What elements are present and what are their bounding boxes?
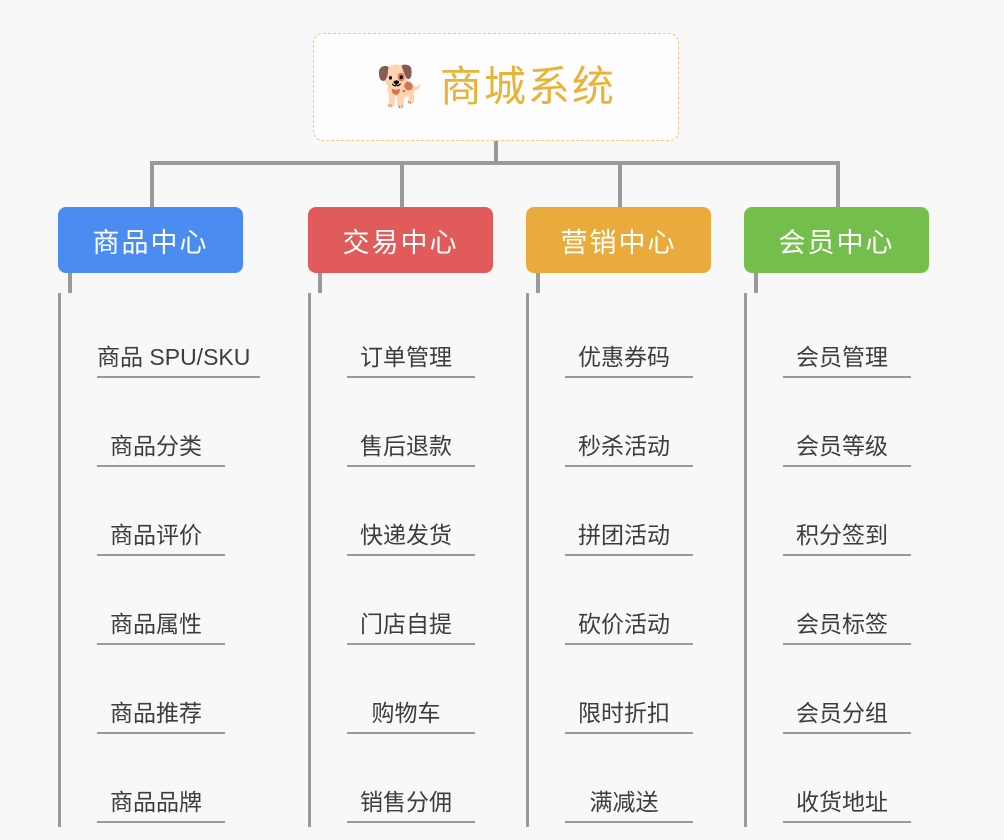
leaf-label: 会员等级	[783, 433, 911, 467]
leaf-list-trade-center: 订单管理 售后退款 快递发货 门店自提 购物车 销售分佣	[308, 293, 493, 827]
leaf-item[interactable]: 优惠券码	[529, 293, 711, 382]
leaf-list-member-center: 会员管理 会员等级 积分签到 会员标签 会员分组 收货地址	[744, 293, 929, 827]
leaf-label: 购物车	[347, 700, 475, 734]
branch-product-center: 商品中心 商品 SPU/SKU 商品分类 商品评价 商品属性 商品推荐 商品品牌	[58, 207, 261, 827]
leaf-item[interactable]: 售后退款	[311, 382, 493, 471]
leaf-label: 售后退款	[347, 433, 475, 467]
leaf-label: 砍价活动	[565, 611, 693, 645]
leaf-item[interactable]: 商品品牌	[61, 738, 260, 827]
branch-marketing-center: 营销中心 优惠券码 秒杀活动 拼团活动 砍价活动 限时折扣 满减送	[526, 207, 711, 827]
leaf-label: 秒杀活动	[565, 433, 693, 467]
leaf-item[interactable]: 满减送	[529, 738, 711, 827]
leaf-item[interactable]: 订单管理	[311, 293, 493, 382]
branch-header-trade-center[interactable]: 交易中心	[308, 207, 493, 273]
connector-drop-marketing-center	[618, 161, 622, 207]
leaf-item[interactable]: 商品推荐	[61, 649, 260, 738]
leaf-label: 会员分组	[783, 700, 911, 734]
leaf-label: 限时折扣	[565, 700, 693, 734]
leaf-item[interactable]: 快递发货	[311, 471, 493, 560]
leaf-item[interactable]: 秒杀活动	[529, 382, 711, 471]
leaf-label: 商品分类	[97, 433, 225, 467]
leaf-item[interactable]: 积分签到	[747, 471, 929, 560]
leaf-item[interactable]: 门店自提	[311, 560, 493, 649]
leaf-label: 满减送	[565, 789, 693, 823]
leaf-item[interactable]: 商品分类	[61, 382, 260, 471]
leaf-label: 销售分佣	[347, 789, 475, 823]
root-node[interactable]: 🐕 商城系统	[313, 33, 679, 141]
root-connector-stem	[494, 141, 498, 163]
branch-header-member-center[interactable]: 会员中心	[744, 207, 929, 273]
leaf-label: 商品评价	[97, 522, 225, 556]
leaf-item[interactable]: 销售分佣	[311, 738, 493, 827]
connector-drop-product-center	[150, 161, 154, 207]
leaf-item[interactable]: 拼团活动	[529, 471, 711, 560]
leaf-label: 商品推荐	[97, 700, 225, 734]
branch-member-center: 会员中心 会员管理 会员等级 积分签到 会员标签 会员分组 收货地址	[744, 207, 929, 827]
leaf-label: 商品品牌	[97, 789, 225, 823]
branch-header-label: 交易中心	[342, 227, 459, 258]
leaf-item[interactable]: 会员分组	[747, 649, 929, 738]
leaf-item[interactable]: 限时折扣	[529, 649, 711, 738]
leaf-item[interactable]: 商品属性	[61, 560, 260, 649]
leaf-item[interactable]: 会员管理	[747, 293, 929, 382]
leaf-label: 快递发货	[347, 522, 475, 556]
leaf-item[interactable]: 商品评价	[61, 471, 260, 560]
connector-drop-member-center	[836, 161, 840, 207]
root-connector-bus	[150, 161, 840, 165]
root-title: 商城系统	[439, 63, 616, 110]
leaf-item[interactable]: 会员标签	[747, 560, 929, 649]
leaf-label: 门店自提	[347, 611, 475, 645]
leaf-item[interactable]: 收货地址	[747, 738, 929, 827]
branch-header-stub	[536, 273, 540, 293]
branch-header-marketing-center[interactable]: 营销中心	[526, 207, 711, 273]
leaf-label: 收货地址	[783, 789, 911, 823]
leaf-item[interactable]: 购物车	[311, 649, 493, 738]
leaf-list-product-center: 商品 SPU/SKU 商品分类 商品评价 商品属性 商品推荐 商品品牌	[58, 293, 261, 827]
leaf-label: 商品属性	[97, 611, 225, 645]
leaf-label: 积分签到	[783, 522, 911, 556]
leaf-label: 优惠券码	[565, 344, 693, 378]
branch-header-product-center[interactable]: 商品中心	[58, 207, 243, 273]
leaf-label: 商品 SPU/SKU	[97, 344, 261, 378]
leaf-label: 会员管理	[783, 344, 911, 378]
leaf-label: 订单管理	[347, 344, 475, 378]
branch-header-stub	[68, 273, 72, 293]
leaf-label: 拼团活动	[565, 522, 693, 556]
leaf-item[interactable]: 会员等级	[747, 382, 929, 471]
leaf-item[interactable]: 砍价活动	[529, 560, 711, 649]
branch-header-stub	[754, 273, 758, 293]
branch-header-label: 会员中心	[778, 227, 895, 258]
leaf-item[interactable]: 商品 SPU/SKU	[61, 293, 261, 382]
branch-header-label: 商品中心	[92, 227, 209, 258]
leaf-list-marketing-center: 优惠券码 秒杀活动 拼团活动 砍价活动 限时折扣 满减送	[526, 293, 711, 827]
leaf-label: 会员标签	[783, 611, 911, 645]
branch-header-stub	[318, 273, 322, 293]
shiba-dog-face-icon: 🐕	[376, 65, 426, 109]
connector-drop-trade-center	[400, 161, 404, 207]
branch-trade-center: 交易中心 订单管理 售后退款 快递发货 门店自提 购物车 销售分佣	[308, 207, 493, 827]
branch-header-label: 营销中心	[560, 227, 677, 258]
